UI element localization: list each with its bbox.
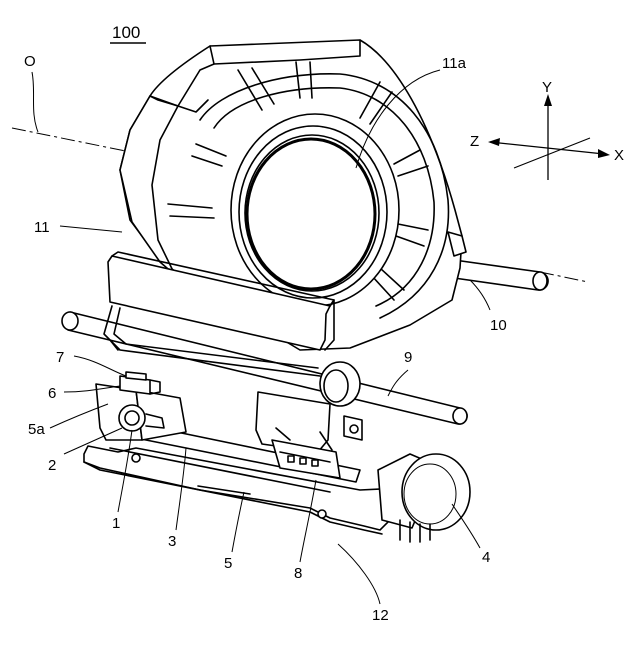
callout-5a: 5a (28, 421, 45, 438)
axis-x-label: X (614, 147, 624, 164)
figure-reference: 100 (110, 23, 146, 43)
callout-1: 1 (112, 515, 120, 532)
callout-8: 8 (294, 565, 302, 582)
callout-4: 4 (482, 549, 490, 566)
axis-o-label: O (24, 53, 36, 70)
callout-2: 2 (48, 457, 56, 474)
sensor-6-7 (120, 372, 160, 394)
callout-3: 3 (168, 533, 176, 550)
axis-z-label: Z (470, 133, 479, 150)
reference-number: 100 (112, 23, 140, 42)
coordinate-axes: Y Z X (470, 79, 624, 180)
axis-y-label: Y (542, 79, 552, 96)
callout-11: 11 (34, 219, 50, 236)
callout-5: 5 (224, 555, 232, 572)
callout-7: 7 (56, 349, 64, 366)
motor-4 (378, 454, 470, 542)
callout-6: 6 (48, 385, 56, 402)
callout-11a: 11a (442, 55, 467, 72)
callout-10: 10 (490, 317, 507, 334)
callout-12: 12 (372, 607, 389, 624)
callout-9: 9 (404, 349, 412, 366)
